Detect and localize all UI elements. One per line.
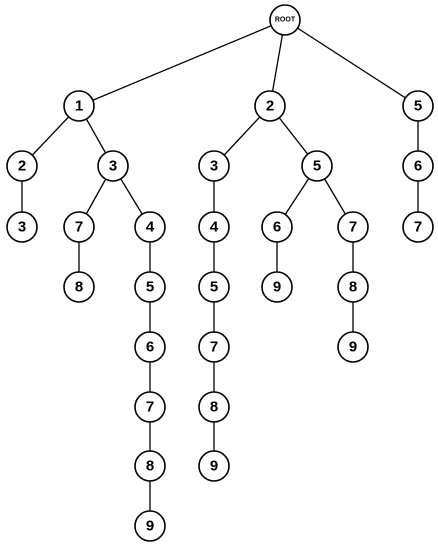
node-circle (134, 331, 166, 363)
tree-node: 6 (261, 211, 293, 243)
tree-node: 8 (337, 271, 369, 303)
node-circle (97, 150, 129, 182)
tree-edge (284, 19, 419, 107)
tree-node: 7 (63, 211, 95, 243)
node-label: 5 (313, 158, 321, 175)
tree-nodes: ROOT 1 2 5 2 3 3 7 4 8 5 6 7 8 9 3 5 4 5 7 8 9 6 7 9 8 9 6 7 (6, 4, 434, 542)
tree-node: 9 (198, 450, 230, 482)
node-circle (254, 90, 286, 122)
tree-edge (78, 19, 286, 107)
node-label: 5 (210, 279, 218, 296)
node-label: 3 (109, 158, 117, 175)
tree-node: 7 (337, 211, 369, 243)
tree-node: 5 (198, 271, 230, 303)
tree-node: 4 (198, 211, 230, 243)
node-circle (134, 510, 166, 542)
tree-node: 3 (198, 150, 230, 182)
node-circle (198, 211, 230, 243)
node-label: 6 (414, 158, 422, 175)
tree-node: 5 (301, 150, 333, 182)
node-label: 9 (210, 458, 218, 475)
tree-node: 9 (261, 271, 293, 303)
node-circle (198, 391, 230, 423)
node-label: ROOT (275, 17, 296, 24)
node-label: 5 (414, 98, 422, 115)
node-label: 2 (18, 158, 26, 175)
node-label: 7 (414, 219, 422, 236)
node-circle (301, 150, 333, 182)
tree-node: 7 (134, 391, 166, 423)
node-label: 1 (75, 98, 83, 115)
node-circle (198, 150, 230, 182)
tree-node: 7 (198, 331, 230, 363)
node-label: 7 (210, 339, 218, 356)
tree-node: 8 (63, 271, 95, 303)
node-label: 7 (146, 399, 154, 416)
node-circle (6, 211, 38, 243)
node-label: 4 (146, 219, 155, 236)
node-circle (261, 211, 293, 243)
node-label: 5 (146, 279, 154, 296)
node-circle (402, 211, 434, 243)
node-circle (261, 271, 293, 303)
node-label: 7 (349, 219, 357, 236)
node-label: 8 (210, 399, 218, 416)
node-label: 8 (146, 458, 154, 475)
node-circle (134, 450, 166, 482)
node-circle (134, 271, 166, 303)
tree-node: 9 (134, 510, 166, 542)
tree-node: 5 (134, 271, 166, 303)
root-node: ROOT (269, 4, 301, 36)
node-circle (337, 271, 369, 303)
node-label: 8 (349, 279, 357, 296)
node-circle (198, 271, 230, 303)
tree-node: 8 (198, 391, 230, 423)
tree-node: 2 (6, 150, 38, 182)
node-label: 2 (266, 98, 274, 115)
tree-node: 2 (254, 90, 286, 122)
tree-node: 3 (6, 211, 38, 243)
tree-node: 6 (402, 150, 434, 182)
node-circle (134, 211, 166, 243)
node-circle (337, 331, 369, 363)
tree-node: 7 (402, 211, 434, 243)
node-label: 3 (210, 158, 218, 175)
node-circle (402, 90, 434, 122)
node-circle (63, 90, 95, 122)
node-label: 6 (273, 219, 281, 236)
node-label: 9 (273, 279, 281, 296)
node-circle (6, 150, 38, 182)
node-label: 7 (75, 219, 83, 236)
tree-node: 3 (97, 150, 129, 182)
tree-node: 4 (134, 211, 166, 243)
node-circle (198, 331, 230, 363)
tree-node: 5 (402, 90, 434, 122)
node-circle (402, 150, 434, 182)
node-label: 6 (146, 339, 154, 356)
node-label: 9 (349, 339, 357, 356)
tree-node: 1 (63, 90, 95, 122)
node-circle (63, 271, 95, 303)
tree-node: 8 (134, 450, 166, 482)
node-circle (198, 450, 230, 482)
node-circle (63, 211, 95, 243)
node-label: 8 (75, 279, 83, 296)
node-label: 9 (146, 518, 154, 535)
node-label: 3 (18, 219, 26, 236)
tree-node: 6 (134, 331, 166, 363)
node-circle (134, 391, 166, 423)
node-circle (269, 4, 301, 36)
node-circle (337, 211, 369, 243)
node-label: 4 (210, 219, 219, 236)
tree-node: 9 (337, 331, 369, 363)
